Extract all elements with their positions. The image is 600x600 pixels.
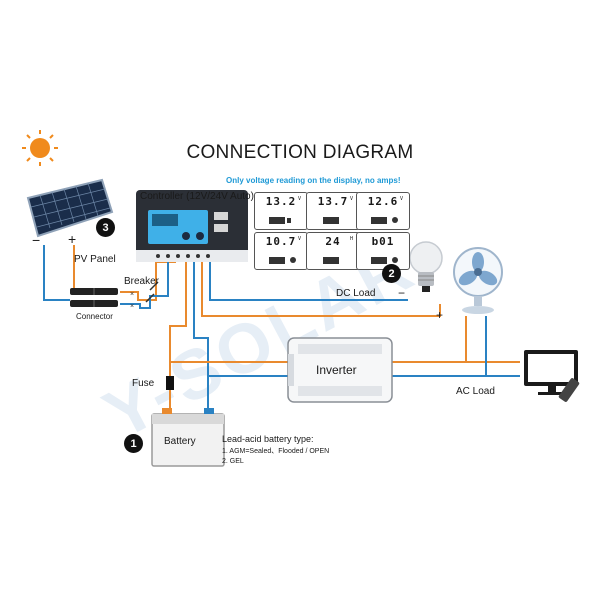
battery-status-icon — [269, 217, 291, 224]
lcd-reading-2: 13.7 V — [306, 192, 360, 230]
solar-panel-icon — [26, 178, 114, 238]
lcd-reading-6: b01 — [356, 232, 410, 270]
lcd-reading-5: 24 H — [306, 232, 360, 270]
battery-status-icon — [371, 217, 398, 224]
lcd-unit: V — [297, 236, 301, 242]
lcd-value: 13.2 — [265, 195, 297, 208]
lcd-reading-4: 10.7 V — [254, 232, 308, 270]
pv-positive-wire — [70, 245, 75, 293]
breaker-label: Breaker — [124, 276, 160, 287]
battery-status-icon — [371, 257, 398, 264]
battery-type-line-2: 2. GEL — [222, 458, 244, 465]
lcd-value: 12.6 — [367, 195, 399, 208]
connector-label: Connector — [76, 312, 113, 321]
lcd-reading-3: 12.6 V — [356, 192, 410, 230]
fuse-label: Fuse — [132, 378, 155, 389]
dc-load-negative-sign: − — [398, 286, 406, 300]
dc-load-positive-wire — [201, 262, 441, 317]
breaker-switch — [145, 281, 159, 303]
lcd-reading-1: 13.2 V — [254, 192, 308, 230]
lcd-unit: H — [349, 236, 353, 242]
display-note: Only voltage reading on the display, no … — [226, 176, 401, 185]
page-title: CONNECTION DIAGRAM — [186, 142, 414, 163]
battery-status-icon — [323, 217, 339, 224]
pv-negative-wire — [43, 245, 70, 301]
lcd-value: 13.7 — [317, 195, 349, 208]
sun-icon — [22, 130, 58, 166]
battery-status-icon — [269, 257, 296, 264]
pv-negative-sign: − — [32, 232, 41, 248]
dc-load-positive-sign: + — [436, 308, 444, 322]
lcd-unit: V — [399, 196, 403, 202]
inverter-label: Inverter — [316, 363, 357, 377]
step-1-badge: 1 — [124, 434, 143, 453]
battery-status-icon — [323, 257, 339, 264]
step-2-badge: 2 — [382, 264, 401, 283]
lcd-value: 24 — [325, 235, 341, 248]
desk-fan-icon — [453, 247, 503, 314]
lcd-unit: V — [297, 196, 301, 202]
remote-control-icon — [558, 378, 580, 402]
step-3-badge: 3 — [96, 218, 115, 237]
fuse — [166, 376, 174, 390]
pv-panel-label: PV Panel — [74, 254, 116, 265]
dc-load-negative-wire — [209, 262, 408, 301]
inverter-box — [287, 337, 393, 403]
svg-text:×: × — [130, 291, 134, 298]
mc4-connector: × × — [70, 288, 134, 310]
controller-label: Controller (12V/24V Auto) — [140, 191, 254, 202]
light-bulb-icon — [409, 241, 443, 292]
charge-controller — [136, 190, 248, 262]
battery-type-line-1: 1. AGM=Sealed、Flooded / OPEN — [222, 448, 330, 455]
connector-to-breaker-negative — [120, 262, 169, 309]
ac-load-label: AC Load — [456, 386, 495, 397]
battery-label: Battery — [164, 436, 196, 447]
lcd-unit: V — [349, 196, 353, 202]
pv-positive-sign: + — [68, 231, 77, 247]
tv-monitor-icon — [524, 350, 578, 395]
svg-text:×: × — [130, 303, 134, 310]
battery-type-heading: Lead-acid battery type: — [222, 434, 314, 444]
lcd-value: 10.7 — [265, 235, 297, 248]
dc-load-label: DC Load — [336, 288, 376, 299]
lcd-value: b01 — [371, 235, 395, 248]
battery-icon — [151, 408, 225, 467]
battery-positive-wire — [169, 262, 187, 415]
